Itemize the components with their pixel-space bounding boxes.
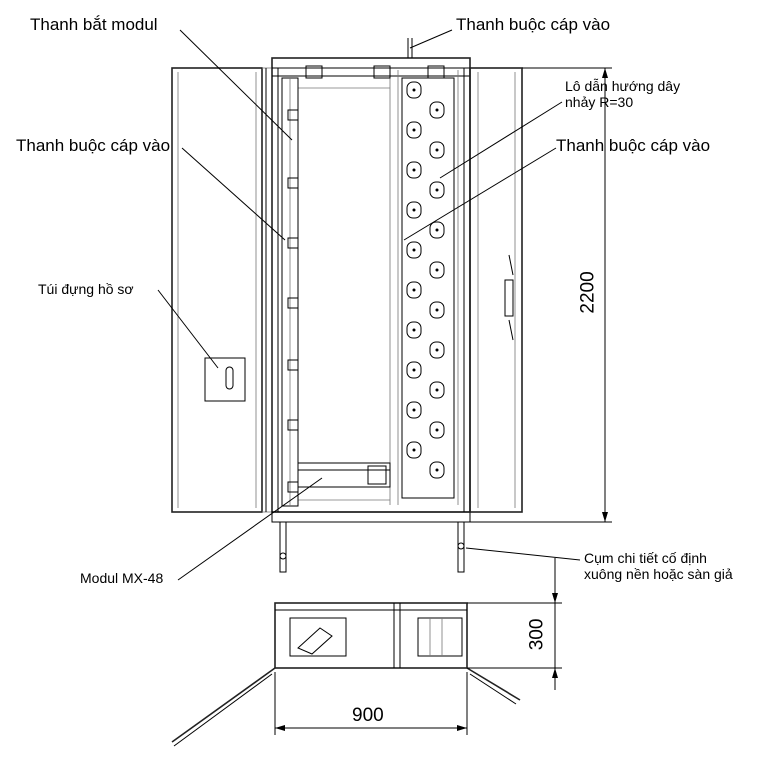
- label-jumper-guide-line1: Lô dẫn hướng dây: [565, 78, 681, 94]
- socket-hole: [412, 448, 416, 452]
- cabinet-frame: [271, 38, 471, 523]
- socket-hole: [412, 328, 416, 332]
- left-door: [171, 67, 272, 513]
- socket: [406, 201, 422, 219]
- floor-fixing-assembly: [279, 521, 465, 573]
- socket-hole: [435, 388, 439, 392]
- module-mx48: [297, 462, 391, 488]
- socket: [429, 181, 445, 199]
- socket: [406, 281, 422, 299]
- label-document-pocket: Túi đựng hồ sơ: [38, 281, 134, 297]
- socket-hole: [412, 168, 416, 172]
- rail-bracket: [287, 481, 299, 493]
- leader-lines: [157, 29, 581, 581]
- socket: [429, 341, 445, 359]
- rail-bracket: [287, 297, 299, 309]
- socket-panel: [401, 77, 455, 499]
- socket: [406, 361, 422, 379]
- socket: [406, 321, 422, 339]
- rail-bracket: [287, 109, 299, 121]
- dimension-lines: [274, 67, 612, 735]
- socket: [429, 421, 445, 439]
- label-module-mx48: Modul MX-48: [80, 570, 164, 586]
- plan-view: [171, 602, 521, 747]
- label-fixing-assembly-line1: Cụm chi tiết cố định: [584, 550, 707, 566]
- socket-hole: [412, 368, 416, 372]
- socket-hole: [435, 188, 439, 192]
- socket: [406, 81, 422, 99]
- label-module-mounting-bar: Thanh bắt modul: [30, 15, 158, 34]
- module-mounting-rail: [281, 77, 299, 507]
- dimension-width: 900: [352, 705, 384, 726]
- label-cable-tie-bar-left: Thanh buộc cáp vào: [16, 136, 171, 155]
- label-cable-tie-bar-top: Thanh buộc cáp vào: [456, 15, 611, 34]
- socket-hole: [435, 228, 439, 232]
- socket-hole: [435, 468, 439, 472]
- label-jumper-guide-line2: nhảy R=30: [565, 94, 634, 110]
- socket: [429, 301, 445, 319]
- socket-hole: [435, 308, 439, 312]
- dimension-depth: 300: [526, 618, 548, 651]
- socket: [406, 121, 422, 139]
- socket-hole: [435, 428, 439, 432]
- socket-hole: [412, 128, 416, 132]
- label-fixing-assembly-line2: xuông nền hoặc sàn giả: [584, 566, 733, 582]
- socket-hole: [412, 208, 416, 212]
- socket: [429, 261, 445, 279]
- socket-hole: [412, 248, 416, 252]
- socket: [429, 381, 445, 399]
- socket-hole: [435, 348, 439, 352]
- rail-bracket: [287, 237, 299, 249]
- socket: [429, 141, 445, 159]
- socket-hole: [412, 288, 416, 292]
- socket-hole: [412, 88, 416, 92]
- socket: [429, 461, 445, 479]
- document-pocket: [204, 357, 246, 402]
- socket-hole: [435, 268, 439, 272]
- rail-bracket: [287, 359, 299, 371]
- socket: [429, 221, 445, 239]
- label-cable-tie-bar-right: Thanh buộc cáp vào: [556, 136, 711, 155]
- socket-hole: [435, 148, 439, 152]
- socket: [406, 441, 422, 459]
- socket-hole: [412, 408, 416, 412]
- right-door: [469, 67, 523, 513]
- socket: [429, 101, 445, 119]
- socket-hole: [435, 108, 439, 112]
- rail-bracket: [287, 419, 299, 431]
- socket: [406, 401, 422, 419]
- socket: [406, 241, 422, 259]
- socket: [406, 161, 422, 179]
- rail-bracket: [287, 177, 299, 189]
- dimension-height: 2200: [577, 271, 599, 314]
